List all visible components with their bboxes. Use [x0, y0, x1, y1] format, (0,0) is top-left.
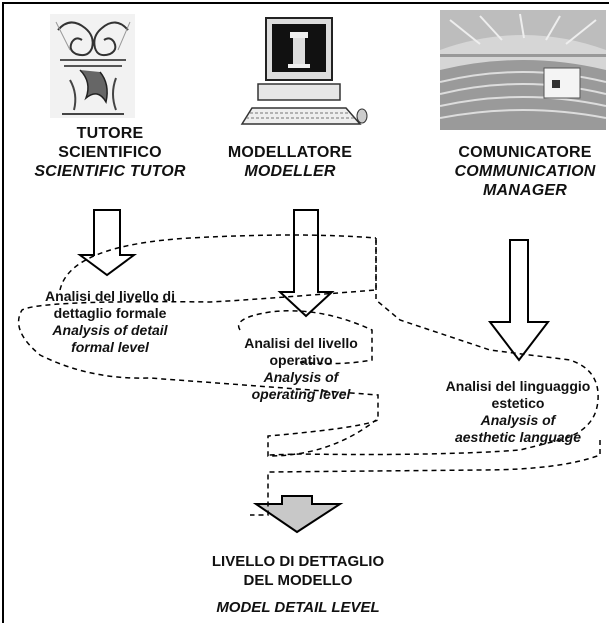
analysis-aesthetic-translation-line1: Analysis of — [480, 412, 556, 428]
role-tutor-name-line2: SCIENTIFICO — [58, 144, 162, 161]
analysis-aesthetic-line1: Analisi del linguaggio — [445, 378, 591, 394]
role-communicator-translation-line1: COMMUNICATION — [454, 163, 596, 180]
aesthetic-dashed-loop — [250, 440, 601, 516]
formal-dashed-loop-top — [59, 234, 377, 291]
analysis-aesthetic-translation-line2: aesthetic language — [454, 429, 582, 445]
role-modeller-name: MODELLATORE — [227, 144, 353, 161]
computer-workstation-icon — [240, 17, 368, 125]
role-communicator-name: COMUNICATORE — [458, 144, 592, 161]
analysis-operative-line1: Analisi del livello — [244, 335, 358, 351]
result-line1: LIVELLO DI DETTAGLIO — [211, 553, 385, 570]
tutor-down-arrow — [76, 209, 138, 277]
analysis-operative-translation-line2: operating level — [251, 386, 351, 402]
role-communicator-label: COMUNICATORE COMMUNICATION MANAGER — [430, 143, 611, 200]
conference-hall-icon — [440, 10, 606, 130]
communicator-down-arrow — [487, 239, 551, 362]
result-translation: MODEL DETAIL LEVEL — [216, 599, 380, 616]
analysis-formal-line1: Analisi del livello di — [45, 288, 175, 304]
role-communicator-translation-line2: MANAGER — [482, 182, 568, 199]
analysis-formal-translation-line1: Analysis of detail — [52, 322, 168, 338]
role-modeller-translation: MODELLER — [244, 163, 336, 180]
operative-dashed-inner — [237, 310, 373, 365]
result-label: LIVELLO DI DETTAGLIO DEL MODELLO MODEL D… — [178, 552, 418, 617]
analysis-operative: Analisi del livello operativo Analysis o… — [216, 335, 386, 403]
analysis-operative-translation-line1: Analysis of — [263, 369, 339, 385]
analysis-formal-line2: dettaglio formale — [53, 305, 167, 321]
analysis-formal-translation-line2: formal level — [71, 339, 149, 355]
analysis-aesthetic-line2: estetico — [491, 395, 545, 411]
role-modeller-label: MODELLATORE MODELLER — [200, 143, 380, 181]
formal-dashed-loop — [17, 238, 379, 457]
ornate-capital-sketch-icon — [50, 14, 135, 118]
analysis-formal: Analisi del livello di dettaglio formale… — [12, 288, 208, 356]
analysis-operative-line2: operativo — [269, 352, 333, 368]
role-tutor-name-line1: TUTORE — [76, 125, 144, 142]
modeller-down-arrow — [277, 209, 335, 318]
operative-dashed-loop — [267, 240, 599, 456]
role-tutor-translation: SCIENTIFIC TUTOR — [34, 163, 186, 180]
analysis-aesthetic: Analisi del linguaggio estetico Analysis… — [426, 378, 610, 446]
role-tutor-label: TUTORE SCIENTIFICO SCIENTIFIC TUTOR — [10, 124, 210, 181]
result-down-arrow — [252, 495, 344, 534]
result-line2: DEL MODELLO — [243, 572, 353, 589]
